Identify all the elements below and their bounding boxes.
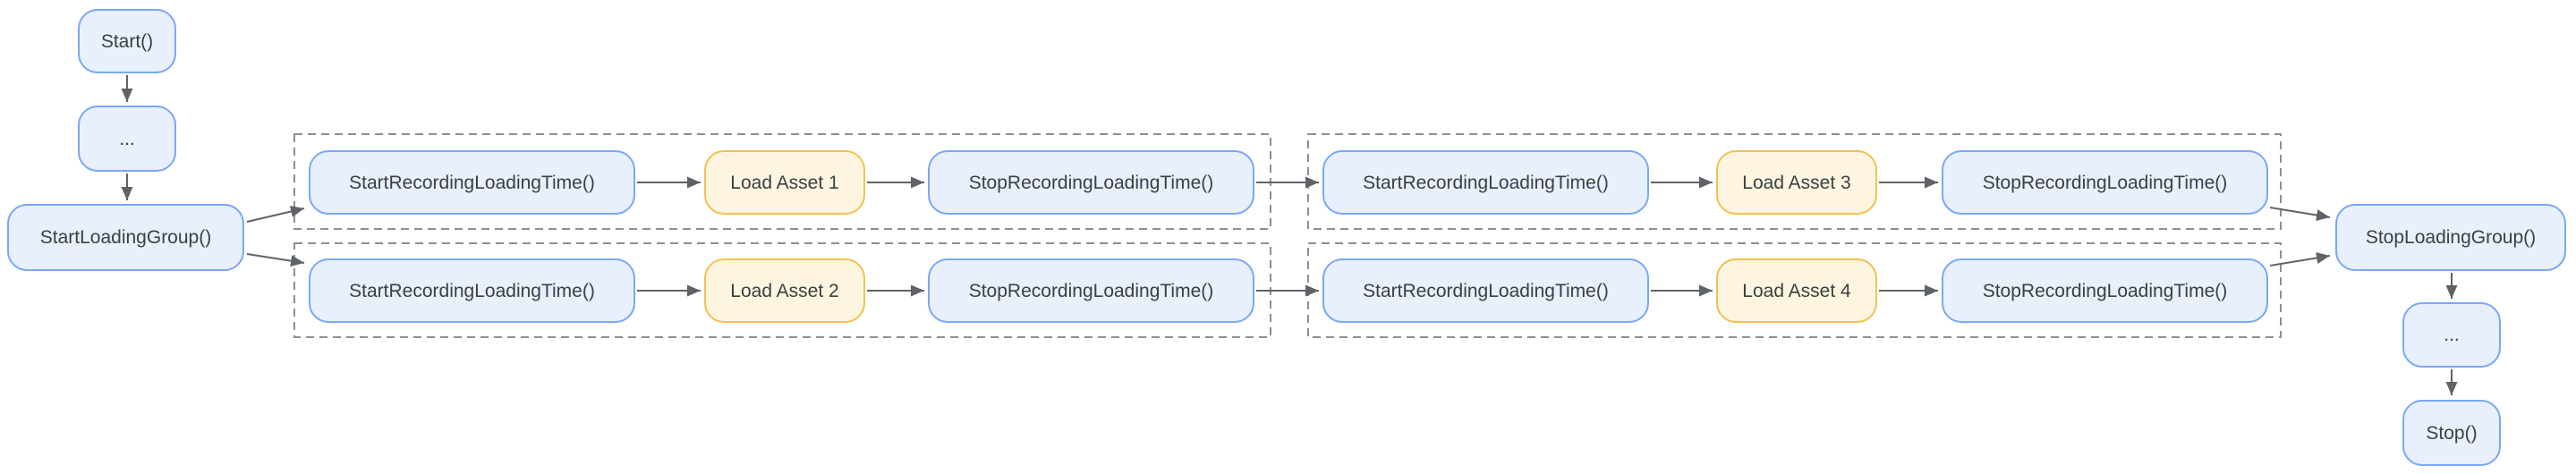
node-stop-recording-3: StopRecordingLoadingTime() [1942, 150, 2268, 215]
arrow-row1-to-stopgroup [2269, 207, 2331, 221]
node-start: Start() [78, 9, 176, 73]
node-ellipsis-bottom: ... [2402, 302, 2501, 368]
node-load-asset-1: Load Asset 1 [704, 150, 865, 215]
node-stop-loading-group: StopLoadingGroup() [2335, 204, 2566, 271]
node-ellipsis-top: ... [78, 106, 176, 172]
node-stop-recording-1: StopRecordingLoadingTime() [928, 150, 1254, 215]
node-load-asset-2: Load Asset 2 [704, 258, 865, 323]
node-start-recording-2: StartRecordingLoadingTime() [309, 258, 635, 323]
arrow-row2-to-stopgroup [2269, 252, 2331, 267]
node-stop-recording-4: StopRecordingLoadingTime() [1942, 258, 2268, 323]
arrow-startgroup-to-row2 [246, 253, 305, 267]
node-load-asset-4: Load Asset 4 [1716, 258, 1877, 323]
node-start-recording-4: StartRecordingLoadingTime() [1322, 258, 1649, 323]
node-start-loading-group: StartLoadingGroup() [7, 204, 244, 271]
node-start-recording-3: StartRecordingLoadingTime() [1322, 150, 1649, 215]
node-stop: Stop() [2402, 400, 2501, 466]
node-start-recording-1: StartRecordingLoadingTime() [309, 150, 635, 215]
arrow-startgroup-to-row1 [246, 206, 305, 223]
node-stop-recording-2: StopRecordingLoadingTime() [928, 258, 1254, 323]
node-load-asset-3: Load Asset 3 [1716, 150, 1877, 215]
